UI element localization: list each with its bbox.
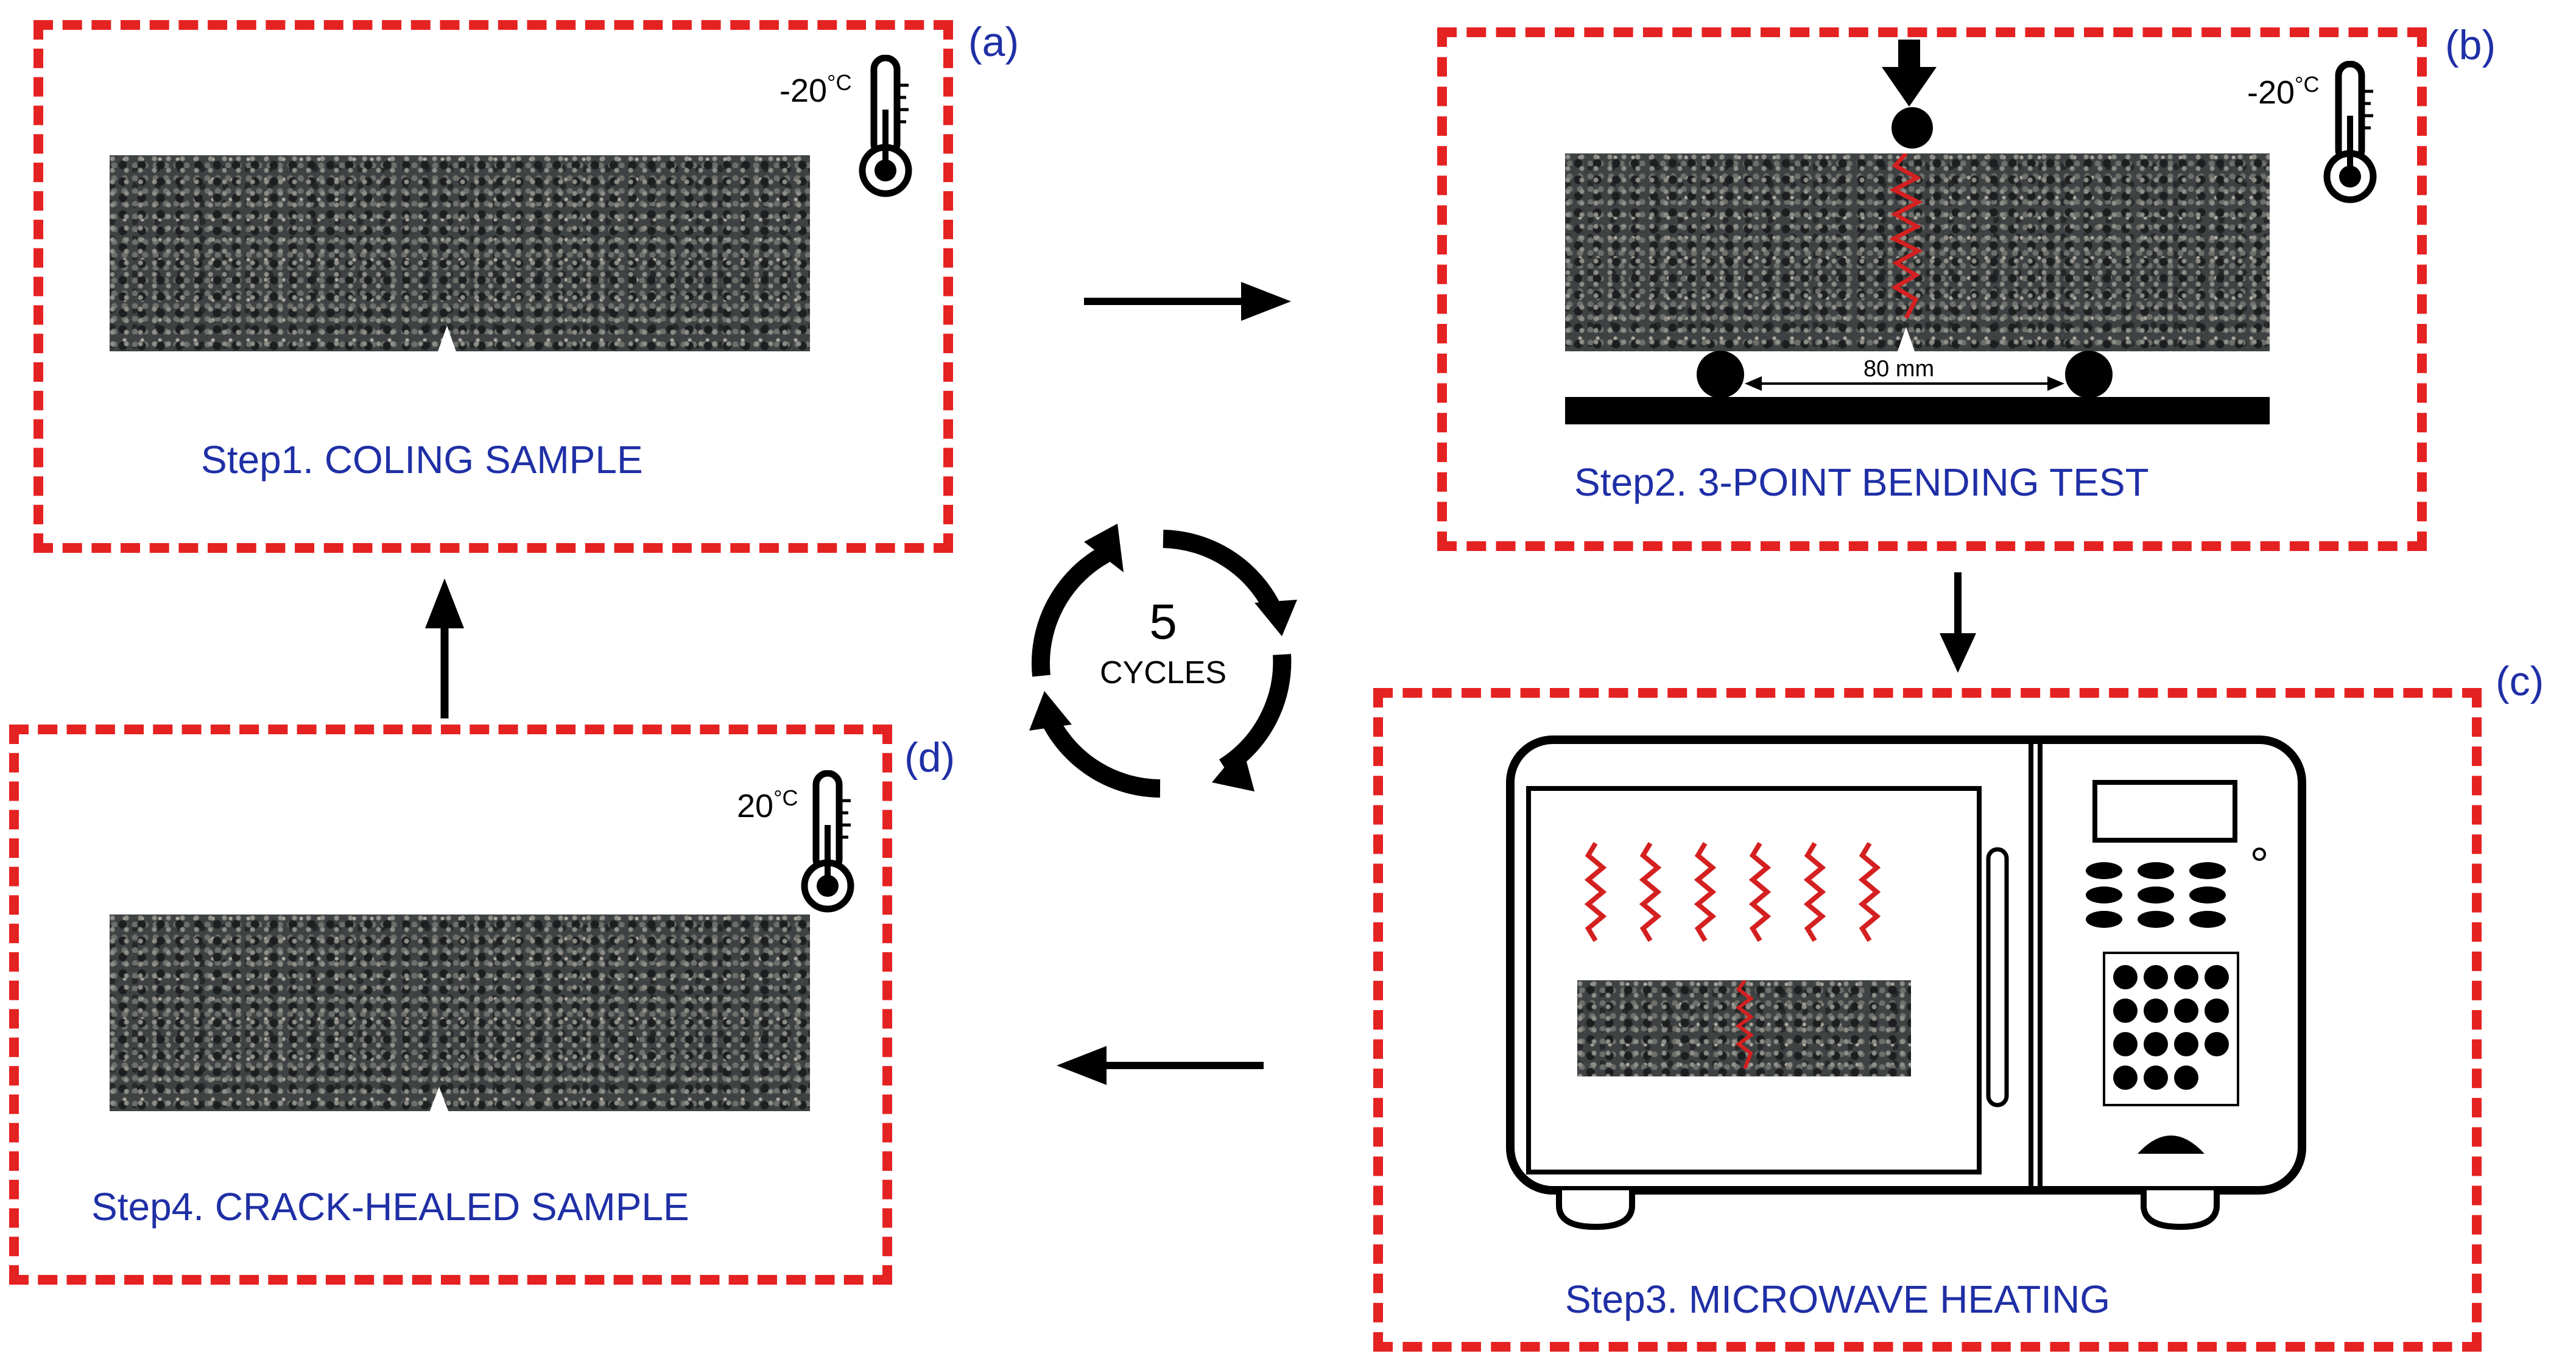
arrow-down-icon [1937, 572, 1979, 673]
panel-b-temp-value: -20 [2247, 74, 2295, 111]
panel-b-temp-unit: °C [2295, 72, 2320, 97]
arrow-up-icon [420, 578, 469, 718]
panel-d-temp-unit: °C [773, 785, 798, 810]
loading-roller-icon [1891, 107, 1934, 149]
panel-b-label: (b) [2445, 22, 2496, 68]
panel-a-temperature: -20°C [779, 70, 851, 110]
panel-d-label: (d) [904, 734, 955, 781]
panel-b-notch-icon [1898, 327, 1915, 351]
panel-a-step-title: Step1. COLING SAMPLE [201, 438, 643, 482]
panel-c-box [1373, 688, 2482, 1352]
panel-b-step-title: Step2. 3-POINT BENDING TEST [1574, 460, 2149, 504]
panel-c-crack-icon [1733, 980, 1757, 1072]
thermometer-icon [2323, 61, 2378, 207]
panel-c-step-title: Step3. MICROWAVE HEATING [1565, 1277, 2110, 1321]
panel-a-sample [110, 155, 810, 351]
base-plate-icon [1565, 397, 2270, 424]
support-roller-left-icon [1696, 350, 1745, 399]
panel-d-step-title: Step4. CRACK-HEALED SAMPLE [91, 1185, 689, 1229]
panel-d-notch-icon [429, 1087, 449, 1112]
thermometer-icon [859, 55, 913, 201]
panel-a-temp-unit: °C [827, 70, 852, 95]
span-dimension-icon [1745, 371, 2064, 396]
panel-b-box [1437, 27, 2427, 551]
panel-a-box [33, 20, 953, 553]
panel-d-box [9, 725, 892, 1285]
crack-icon [1882, 153, 1930, 324]
panel-a-notch-icon [437, 326, 457, 353]
panel-d-sample [110, 914, 810, 1111]
panel-b-temperature: -20°C [2247, 72, 2319, 111]
thermometer-icon [801, 770, 856, 916]
arrow-left-icon [1057, 1041, 1264, 1090]
support-roller-right-icon [2064, 350, 2113, 399]
panel-a-temp-value: -20 [779, 72, 828, 109]
cycle-arrows-icon [1005, 505, 1321, 822]
cycle-count: 5 [1149, 594, 1177, 650]
panel-c-label: (c) [2496, 658, 2544, 704]
cycle-label: CYCLES [1099, 655, 1227, 690]
panel-d-temperature: 20°C [737, 785, 798, 825]
panel-d-temp-value: 20 [737, 788, 774, 824]
arrow-right-icon [1084, 277, 1291, 326]
span-dimension-label: 80 mm [1863, 356, 1935, 382]
panel-a-label: (a) [968, 19, 1019, 65]
load-arrow-icon [1882, 40, 1937, 107]
